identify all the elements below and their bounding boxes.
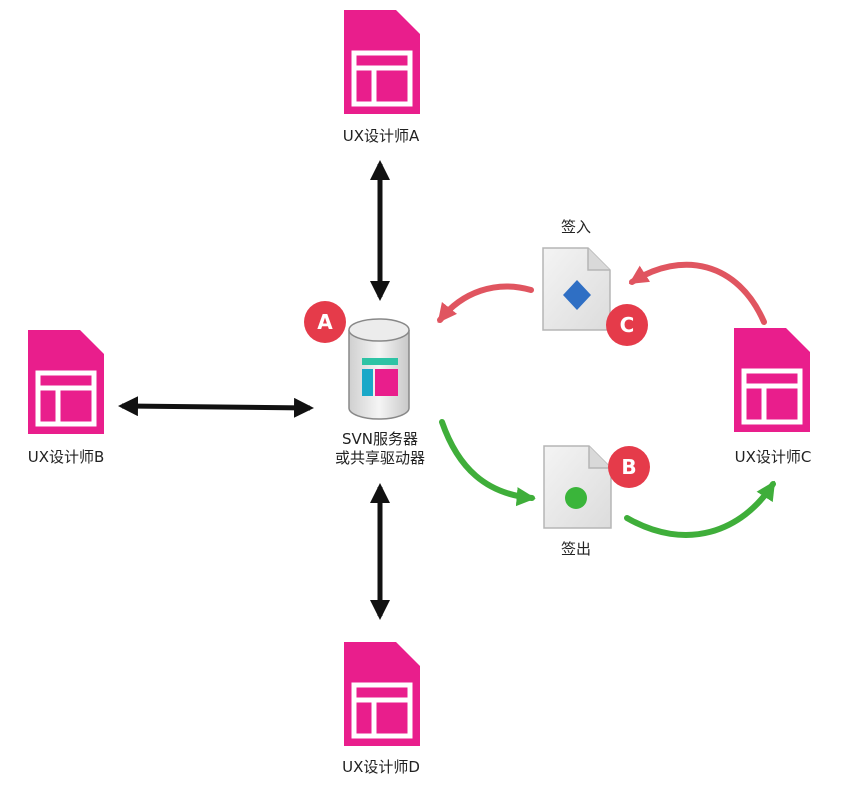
checkout-arrow-to-c [624,480,776,538]
designer-d-document-icon [344,642,420,746]
dot-icon [565,487,587,509]
designer-d-label: UX设计师D [342,758,420,776]
checkin-arrow-to-server [437,283,534,324]
designer-c-document-icon [734,328,810,432]
diamond-icon [563,280,591,310]
checkin-document-icon [542,247,611,331]
designer-a-document-icon [344,10,420,114]
badge-b-letter: B [621,455,636,479]
server-database-icon [348,318,410,420]
badge-c: C [606,304,648,346]
badge-a-letter: A [317,310,333,334]
badge-b: B [608,446,650,488]
designer-c-label: UX设计师C [734,448,812,466]
designer-b-label: UX设计师B [27,448,105,466]
server-label-line1: SVN服务器 [341,430,419,448]
badge-c-letter: C [620,313,635,337]
designer-a-label: UX设计师A [342,127,420,145]
badge-a: A [304,301,346,343]
sync-arrow-designer-b [118,396,314,418]
server-label-line2: 或共享驱动器 [334,449,426,467]
checkout-arrow-from-server [439,419,536,507]
checkin-arrow-from-c [628,261,767,325]
checkin-label: 签入 [560,218,592,236]
designer-b-document-icon [28,330,104,434]
checkout-document-icon [543,445,612,529]
checkout-label: 签出 [560,540,592,558]
